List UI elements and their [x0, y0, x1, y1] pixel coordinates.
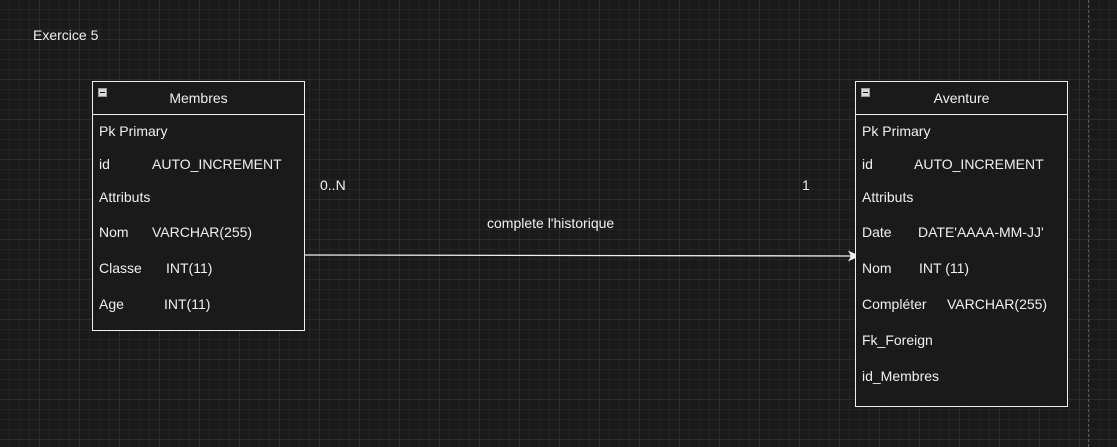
- collapse-icon[interactable]: [98, 88, 107, 97]
- field-type: INT (11): [919, 260, 970, 276]
- field-name: Pk Primary: [99, 123, 168, 139]
- field-type: INT(11): [166, 260, 213, 276]
- field-name: Compléter: [862, 296, 927, 312]
- field-name: Age: [99, 296, 124, 312]
- field-type: VARCHAR(255): [152, 224, 253, 240]
- field-name: Date: [862, 224, 892, 240]
- entity-header: Aventure: [856, 82, 1067, 115]
- field-name: Nom: [862, 260, 892, 276]
- field-name: id_Membres: [862, 368, 940, 384]
- page-break-line: [1088, 0, 1089, 447]
- edge-line: [304, 254, 853, 257]
- entity-membres[interactable]: Membres Pk Primary id AUTO_INCREMENT Att…: [92, 81, 305, 331]
- field-name: Classe: [99, 260, 142, 276]
- field-type: AUTO_INCREMENT: [914, 156, 1044, 172]
- field-type: DATE'AAAA-MM-JJ': [918, 224, 1044, 240]
- diagram-title[interactable]: Exercice 5: [33, 27, 99, 43]
- source-cardinality-label[interactable]: 0..N: [320, 177, 346, 193]
- relationship-label[interactable]: complete l'historique: [487, 215, 615, 231]
- entity-name: Aventure: [933, 90, 990, 106]
- edge-arrowhead: [848, 250, 860, 262]
- field-name: Nom: [99, 224, 129, 240]
- field-type: AUTO_INCREMENT: [152, 156, 282, 172]
- field-name: Attributs: [862, 189, 914, 205]
- collapse-icon[interactable]: [861, 88, 870, 97]
- entity-aventure[interactable]: Aventure Pk Primary id AUTO_INCREMENT At…: [855, 81, 1068, 407]
- field-type: INT(11): [164, 296, 211, 312]
- field-name: Pk Primary: [862, 123, 931, 139]
- field-type: VARCHAR(255): [947, 296, 1048, 312]
- field-name: Attributs: [99, 189, 151, 205]
- field-name: id: [862, 156, 873, 172]
- field-name: Fk_Foreign: [862, 332, 933, 348]
- target-cardinality-label[interactable]: 1: [802, 177, 810, 193]
- entity-name: Membres: [169, 90, 228, 106]
- entity-header: Membres: [93, 82, 304, 115]
- field-name: id: [99, 156, 110, 172]
